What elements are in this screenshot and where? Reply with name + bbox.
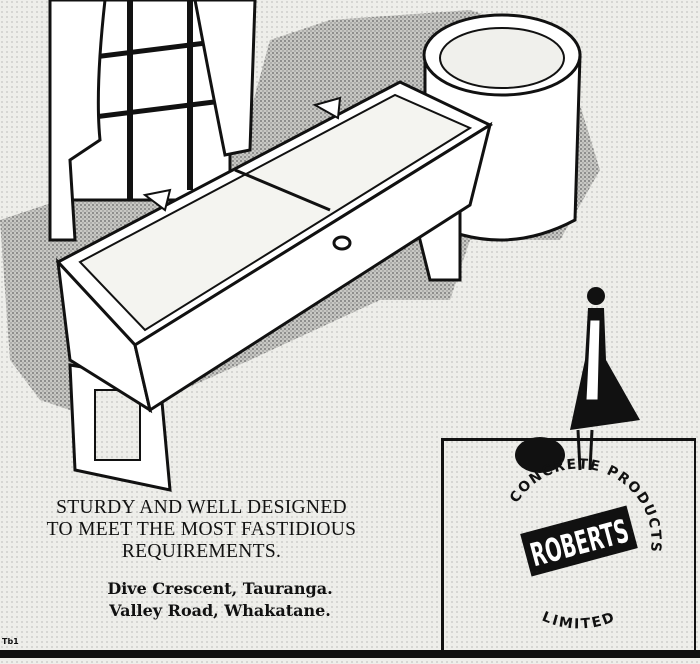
- addresses: Dive Crescent, Tauranga. Valley Road, Wh…: [60, 578, 380, 622]
- headline-line: REQUIREMENTS.: [121, 541, 282, 562]
- bottom-rule: [0, 650, 700, 658]
- address-tauranga: Dive Crescent, Tauranga.: [107, 579, 333, 598]
- address-whakatane: Valley Road, Whakatane.: [109, 601, 331, 620]
- headline: STURDY AND WELL DESIGNED TO MEET THE MOS…: [14, 497, 389, 563]
- logo-arc-bottom: LIMITED: [540, 609, 617, 633]
- headline-line: TO MEET THE MOST FASTIDIOUS: [46, 519, 357, 540]
- logo-name-block: ROBERTS: [520, 505, 638, 577]
- woman-figure: [515, 287, 640, 473]
- concrete-tub: [55, 80, 494, 492]
- window: [48, 0, 257, 242]
- headline-line: STURDY AND WELL DESIGNED: [56, 497, 347, 518]
- logo-box: CONCRETE PRODUCTS LIMITED ROBERTS: [441, 438, 696, 650]
- svg-text:LIMITED: LIMITED: [540, 609, 619, 633]
- roberts-logo: CONCRETE PRODUCTS LIMITED ROBERTS: [507, 456, 662, 633]
- ad-code: Tb1: [2, 637, 19, 646]
